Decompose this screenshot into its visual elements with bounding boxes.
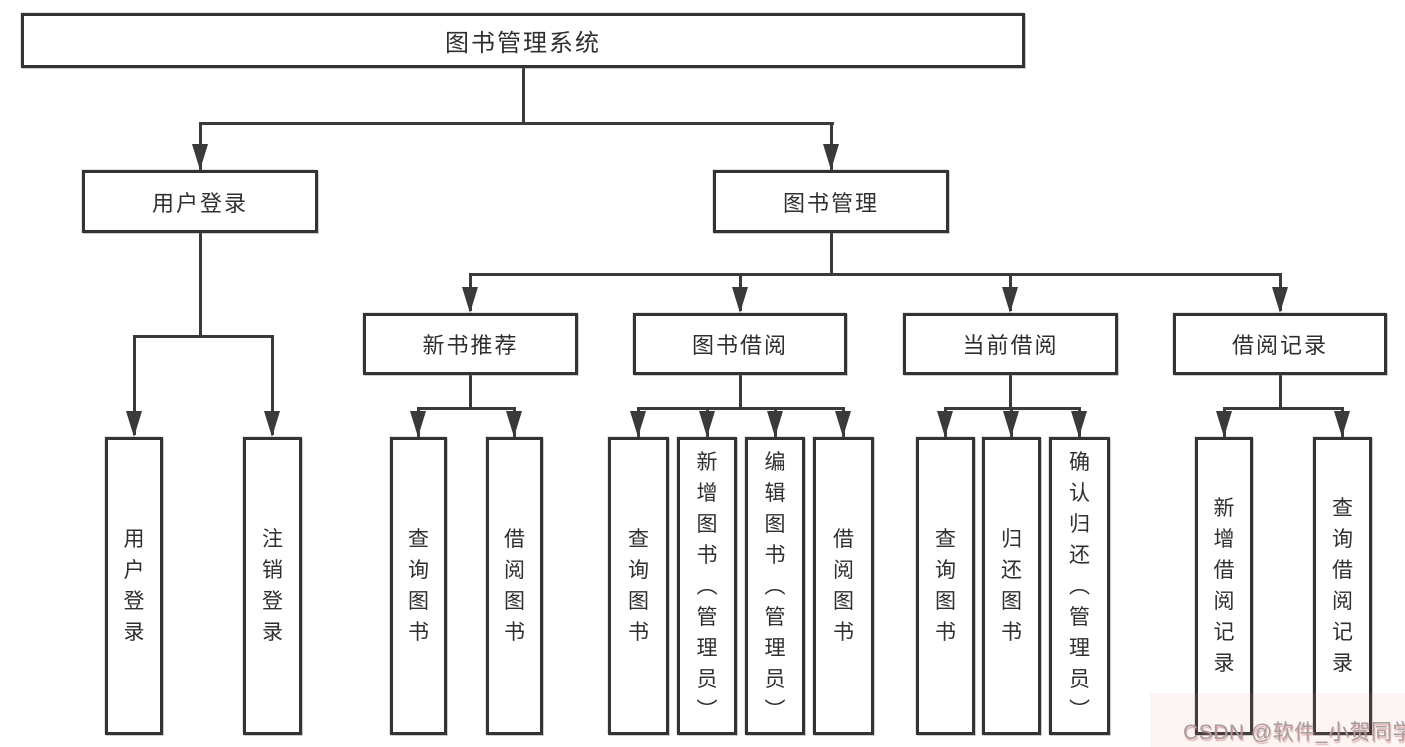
arrow-down-icon: [767, 411, 783, 437]
connector-line: [132, 335, 136, 435]
arrow-down-icon: [823, 144, 839, 170]
connector-line: [829, 233, 833, 273]
connector-line: [132, 335, 274, 338]
arrow-down-icon: [506, 411, 522, 437]
connector-line: [416, 407, 516, 410]
leaf-borrow-add-books-admin: 新增图书︵管理员︶: [677, 437, 737, 735]
connector-line: [468, 375, 472, 407]
arrow-down-icon: [630, 411, 646, 437]
node-root: 图书管理系统: [21, 13, 1025, 68]
leaf-recommend-query-books: 查询图书: [390, 437, 447, 735]
arrow-down-icon: [1003, 411, 1019, 437]
node-new-book-recommend: 新书推荐: [363, 313, 578, 375]
node-borrow-records: 借阅记录: [1173, 313, 1387, 375]
arrow-down-icon: [699, 411, 715, 437]
node-user-login: 用户登录: [82, 170, 318, 233]
leaf-recommend-borrow-books: 借阅图书: [486, 437, 543, 735]
csdn-watermark: CSDN @软件_小贺同学: [1183, 721, 1405, 744]
connector-line: [270, 335, 274, 435]
leaf-records-add-record: 新增借阅记录: [1195, 437, 1253, 735]
arrow-down-icon: [1334, 411, 1350, 437]
arrow-down-icon: [1071, 411, 1087, 437]
arrow-down-icon: [462, 287, 478, 313]
arrow-down-icon: [1002, 287, 1018, 313]
arrow-down-icon: [192, 144, 208, 170]
node-book-borrow: 图书借阅: [633, 313, 847, 375]
leaf-current-confirm-return-admin: 确认归还︵管理员︶: [1049, 437, 1110, 735]
arrow-down-icon: [937, 411, 953, 437]
connector-line: [198, 233, 202, 335]
leaf-current-return-books: 归还图书: [982, 437, 1041, 735]
connector-line: [636, 407, 845, 410]
connector-line: [468, 273, 1282, 276]
arrow-down-icon: [732, 287, 748, 313]
connector-line: [1222, 407, 1344, 410]
leaf-logout: 注销登录: [243, 437, 302, 735]
connector-line: [198, 122, 834, 125]
arrow-down-icon: [1272, 287, 1288, 313]
arrow-down-icon: [410, 411, 426, 437]
arrow-down-icon: [126, 411, 142, 437]
node-book-management: 图书管理: [713, 170, 949, 233]
connector-line: [521, 68, 525, 122]
leaf-user-login: 用户登录: [105, 437, 163, 735]
connector-line: [1008, 375, 1012, 407]
arrow-down-icon: [264, 411, 280, 437]
leaf-borrow-borrow-books: 借阅图书: [813, 437, 874, 735]
arrow-down-icon: [835, 411, 851, 437]
connector-line: [1278, 375, 1282, 407]
connector-line: [738, 375, 742, 407]
leaf-records-query-record: 查询借阅记录: [1313, 437, 1372, 735]
leaf-current-query-books: 查询图书: [916, 437, 975, 735]
node-current-borrow: 当前借阅: [903, 313, 1118, 375]
arrow-down-icon: [1216, 411, 1232, 437]
leaf-borrow-edit-books-admin: 编辑图书︵管理员︶: [745, 437, 805, 735]
leaf-borrow-query-books: 查询图书: [608, 437, 669, 735]
